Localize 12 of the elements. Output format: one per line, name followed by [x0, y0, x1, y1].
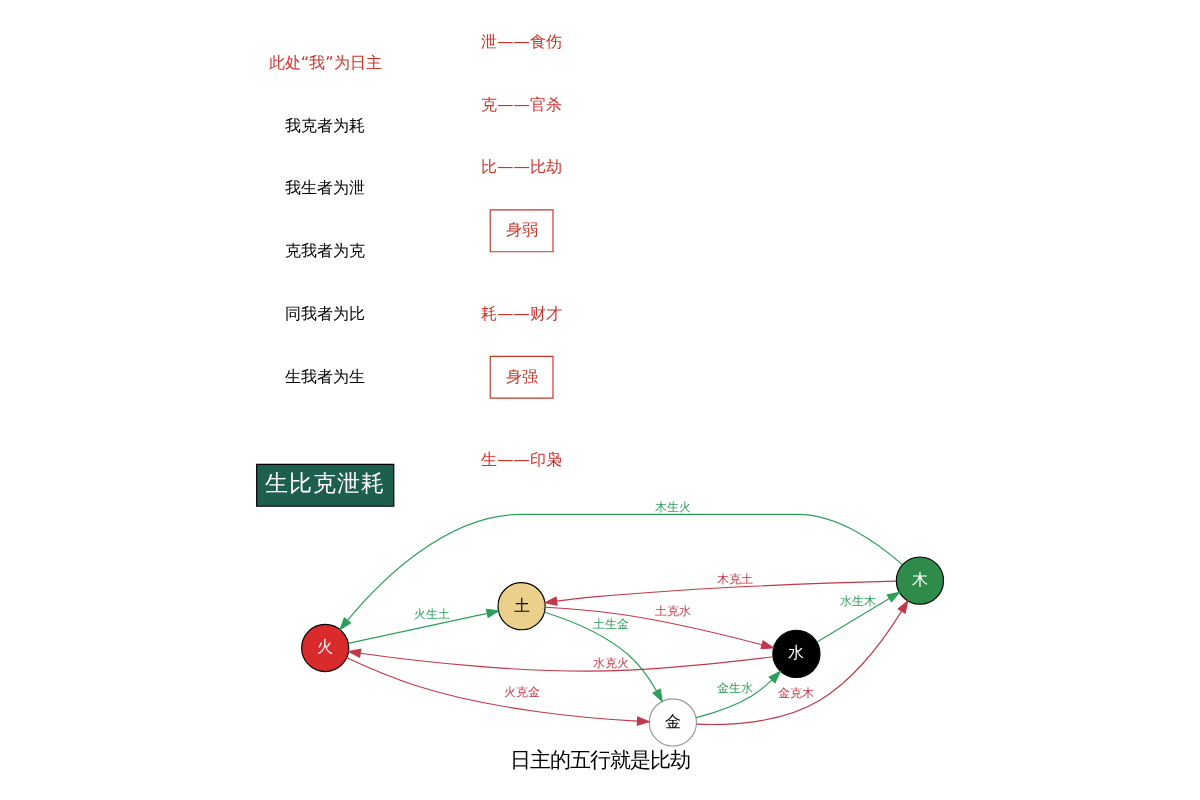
- label: 克我者为克: [285, 240, 366, 261]
- caption: 日主的五行就是比劫: [509, 749, 690, 774]
- label: 此处“我”为日主: [268, 51, 382, 72]
- label: 泄——食伤: [481, 30, 562, 51]
- label: 同我者为比: [285, 302, 366, 323]
- label: 我克者为耗: [285, 114, 366, 135]
- label: 耗——财才: [481, 302, 562, 323]
- label: 比——比劫: [481, 156, 562, 177]
- label: 我生者为泄: [285, 177, 366, 198]
- label: 生我者为生: [285, 365, 366, 386]
- label: 克——官杀: [481, 93, 562, 114]
- label: 生——印枭: [481, 449, 562, 470]
